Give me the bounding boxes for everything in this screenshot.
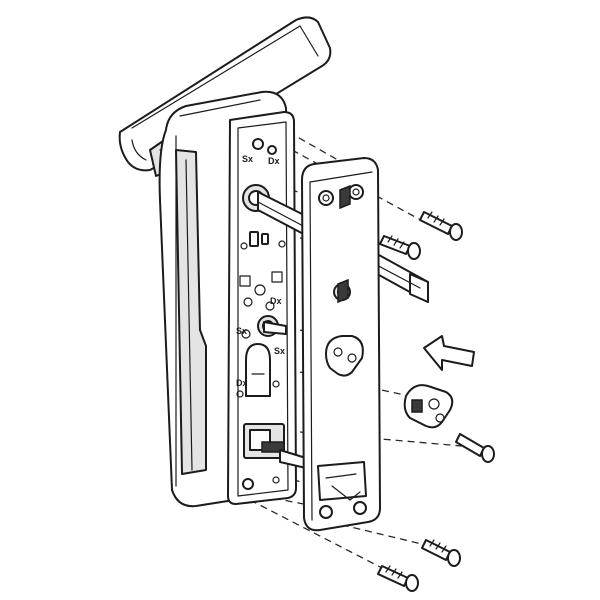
- screw-bottom-left: [377, 565, 419, 592]
- spacer-block-mid: [337, 278, 349, 304]
- screw-upper-left: [379, 235, 421, 260]
- cover-plate: [301, 157, 381, 532]
- screw-cylinder: [455, 433, 495, 463]
- mark-dx-mid: Dx: [270, 296, 282, 306]
- mark-dx-top: Dx: [268, 156, 280, 166]
- screw-bottom-right: [421, 539, 461, 567]
- mark-sx-top: Sx: [242, 154, 253, 164]
- spacer-block-top: [339, 184, 351, 210]
- housing-front-face: Sx Dx Dx Sx Sx Dx: [227, 111, 297, 505]
- insertion-arrow-icon: [423, 335, 475, 371]
- mark-sx-mid: Sx: [236, 326, 247, 336]
- screw-top-right: [419, 211, 463, 241]
- cam-insert: [403, 384, 454, 429]
- mark-dx-cylinder: Dx: [236, 378, 248, 388]
- mark-sx-cylinder: Sx: [274, 346, 285, 356]
